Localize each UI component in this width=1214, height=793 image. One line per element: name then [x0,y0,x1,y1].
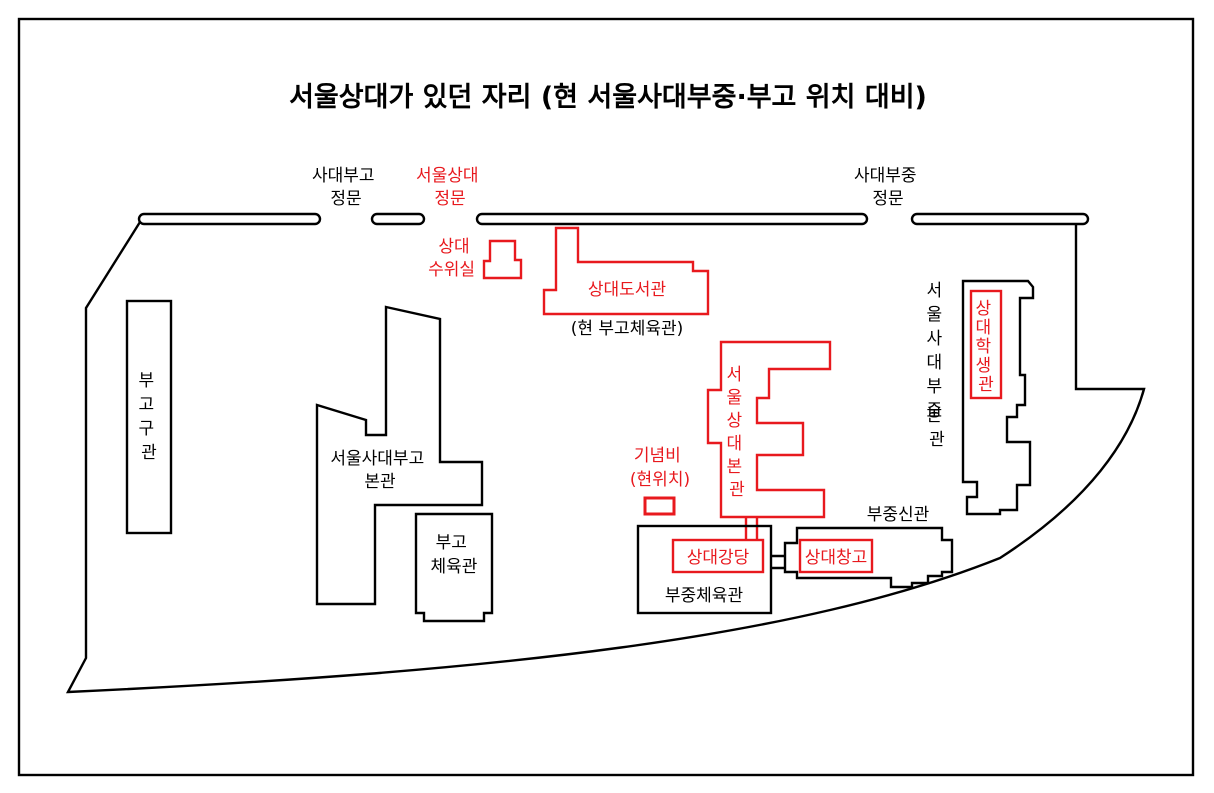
building-sangdae-warehouse [798,538,874,574]
building-sangdae-library-note: (현 부고체육관) [571,319,684,339]
map-frame [17,17,1195,777]
building-sangdae-auditorium-label: 상대강당 [687,548,750,568]
building-sadae-bujung-bongwan-label: 서 울 사 대 부 중 본 관 [926,281,947,450]
monument-marker [643,496,676,516]
gym-link [771,554,785,570]
building-sangdae-student-hall [969,289,1003,400]
building-bugo-gugwan [125,299,173,535]
building-sadae-bujung-bongwan [961,279,1035,516]
building-sangdae-library-label: 상대도서관 [588,280,666,300]
building-sangdae-auditorium [671,538,765,574]
building-bujung-singwan [783,526,954,589]
building-sadae-bugo-bongwan [315,305,484,606]
gate-sadae-bugo-label: 사대부고 정문 [312,166,380,209]
building-bujung-singwan-label: 부중신관 [867,505,930,525]
building-sadae-bugo-bongwan-label: 서울사대부고 본관 [330,449,429,492]
building-bugo-gym [414,512,494,623]
corridor-connector [744,517,759,540]
gate-seoul-sangdae-label: 서울상대 정문 [416,166,484,209]
building-sangdae-student-hall-label: 상 대 학 생 관 [975,299,996,395]
campus-wall [137,212,1090,226]
building-bujung-gym [636,524,773,615]
building-sangdae-library [542,226,710,316]
building-sangdae-bongwan [706,340,832,519]
building-bujung-gym-label: 부중체육관 [665,586,743,606]
map-title: 서울상대가 있던 자리 (현 서울사대부중·부고 위치 대비) [289,82,927,113]
building-bugo-gym-label: 부고 체육관 [431,533,478,577]
campus-boundary [65,221,1146,694]
monument-label: 기념비 (현위치) [630,446,690,490]
building-sangdae-bongwan-label: 서 울 상 대 본 관 [726,365,747,500]
building-sangdae-suwisil [482,239,523,280]
building-sangdae-suwisil-label: 상대 수위실 [428,237,475,280]
gate-sadae-bujung-label: 사대부중 정문 [854,166,922,209]
building-sangdae-warehouse-label: 상대창고 [805,548,868,568]
building-bugo-gugwan-label: 부 고 구 관 [138,371,159,463]
